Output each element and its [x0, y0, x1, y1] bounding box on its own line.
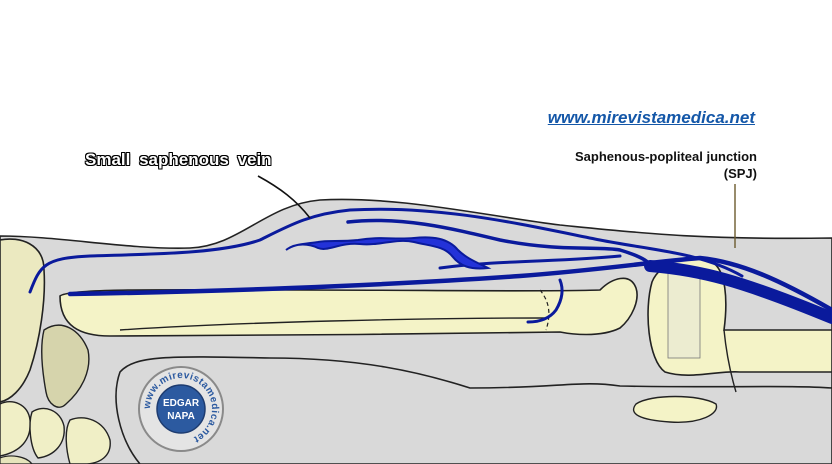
spj-label-line1: Saphenous-popliteal junction: [575, 149, 757, 164]
tarsal-3: [65, 417, 111, 464]
varicose-vein: [285, 236, 492, 270]
tarsal-2: [29, 407, 65, 459]
talus: [41, 324, 90, 408]
fibula-line: [119, 317, 549, 331]
foot-bones: [0, 238, 111, 464]
spj-label-line2: (SPJ): [723, 166, 757, 181]
femur-shaft-highlight: [667, 269, 701, 359]
small-saphenous-vein: [28, 207, 744, 294]
calcaneus: [0, 238, 46, 403]
patella: [633, 395, 718, 423]
tibia-dashed: [539, 289, 550, 331]
veins: [28, 207, 832, 324]
vein-descending: [526, 278, 564, 324]
spj-label: Saphenous-popliteal junction (SPJ): [575, 148, 757, 182]
tarsal-4: [0, 455, 33, 464]
vein-branch-1: [346, 218, 652, 268]
femur-condyle-edge: [723, 329, 737, 393]
website-link[interactable]: www.mirevistamedica.net: [547, 108, 755, 127]
popliteal-vein: [67, 255, 832, 313]
small-saphenous-vein-label: Small saphenous vein: [85, 150, 272, 169]
ssv-pointer-line: [257, 175, 311, 219]
seal-inner: [156, 384, 206, 434]
seal-name-line1: EDGAR: [163, 398, 200, 409]
popliteal-vein-thick: [644, 260, 832, 324]
seal-name-line2: NAPA: [167, 411, 195, 422]
author-seal: www.mirevistamedica.net EDGAR NAPA: [138, 366, 224, 452]
knee-bones: [633, 257, 832, 423]
vein-branch-2: [438, 254, 622, 270]
